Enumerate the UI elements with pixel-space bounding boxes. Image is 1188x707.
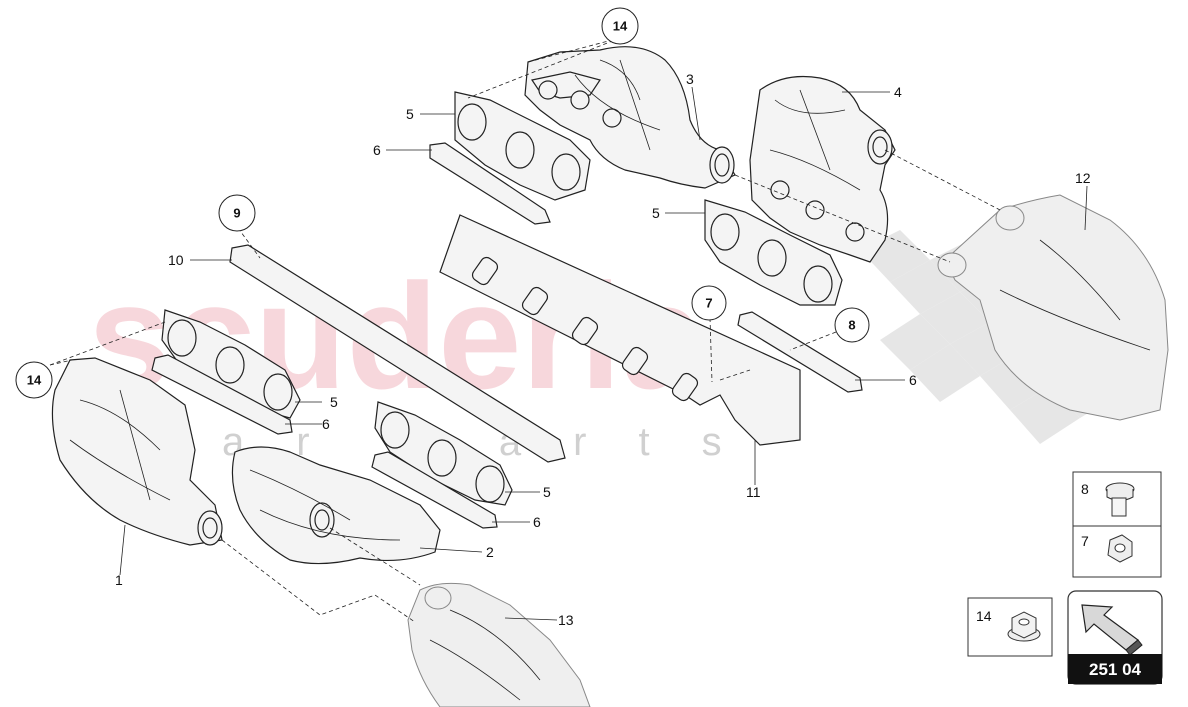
bolt-icon	[1105, 482, 1135, 517]
flange-nut-icon	[1007, 611, 1041, 642]
retaining-strip-6-lower-left	[151, 354, 293, 435]
callout-4: 4	[894, 84, 902, 100]
arrow-icon	[1081, 604, 1143, 656]
legend-box-14: 14	[967, 597, 1053, 657]
svg-text:7: 7	[705, 296, 712, 311]
gasket-5-upper-right	[704, 199, 843, 306]
callout-3: 3	[686, 71, 694, 87]
page-reference-box[interactable]: 251 04	[1067, 590, 1163, 685]
nut-icon	[1107, 534, 1133, 563]
exhaust-manifold-3	[524, 46, 736, 189]
heat-shield-11	[439, 214, 801, 446]
exhaust-manifold-2	[231, 446, 441, 565]
svg-text:8: 8	[848, 318, 855, 333]
callout-circle-9[interactable]: 9	[218, 194, 256, 232]
callout-6: 6	[533, 514, 541, 530]
callout-circle-7[interactable]: 7	[691, 285, 727, 321]
leader-lines	[119, 86, 1088, 621]
callout-6: 6	[909, 372, 917, 388]
callout-5: 5	[406, 106, 414, 122]
svg-text:14: 14	[613, 19, 628, 34]
callout-6: 6	[322, 416, 330, 432]
callout-5: 5	[330, 394, 338, 410]
callout-circle-14-top[interactable]: 14	[601, 7, 639, 45]
callout-5: 5	[543, 484, 551, 500]
callout-11: 11	[746, 484, 761, 500]
gasket-5-lower-right	[374, 401, 513, 506]
exhaust-manifold-4	[749, 75, 896, 263]
retaining-strip-6-right	[737, 311, 863, 393]
retaining-strip-6-upper	[429, 142, 551, 225]
gasket-10	[229, 244, 566, 463]
callout-1: 1	[115, 572, 123, 588]
callout-circle-8[interactable]: 8	[834, 307, 870, 343]
callout-13: 13	[558, 612, 574, 628]
svg-text:9: 9	[233, 206, 240, 221]
callout-12: 12	[1075, 170, 1091, 186]
callout-6: 6	[373, 142, 381, 158]
catalytic-converter-12	[937, 194, 1169, 421]
gasket-5-lower-left	[161, 309, 301, 419]
legend-label-8: 8	[1081, 481, 1089, 497]
callout-2: 2	[486, 544, 494, 560]
connection-lines	[49, 37, 1001, 623]
catalytic-converter-13	[407, 582, 591, 707]
gasket-5-upper-left	[454, 91, 591, 201]
legend-box-8-7: 8 7	[1072, 471, 1162, 578]
callout-5: 5	[652, 205, 660, 221]
page-code: 251 04	[1089, 660, 1142, 679]
retaining-strip-6-lower-right	[371, 451, 498, 529]
svg-text:14: 14	[27, 373, 42, 388]
legend-label-14: 14	[976, 608, 992, 624]
legend-label-7: 7	[1081, 533, 1089, 549]
callout-10: 10	[168, 252, 184, 268]
callout-circle-14-left[interactable]: 14	[15, 361, 53, 399]
exhaust-manifold-1	[51, 357, 223, 546]
